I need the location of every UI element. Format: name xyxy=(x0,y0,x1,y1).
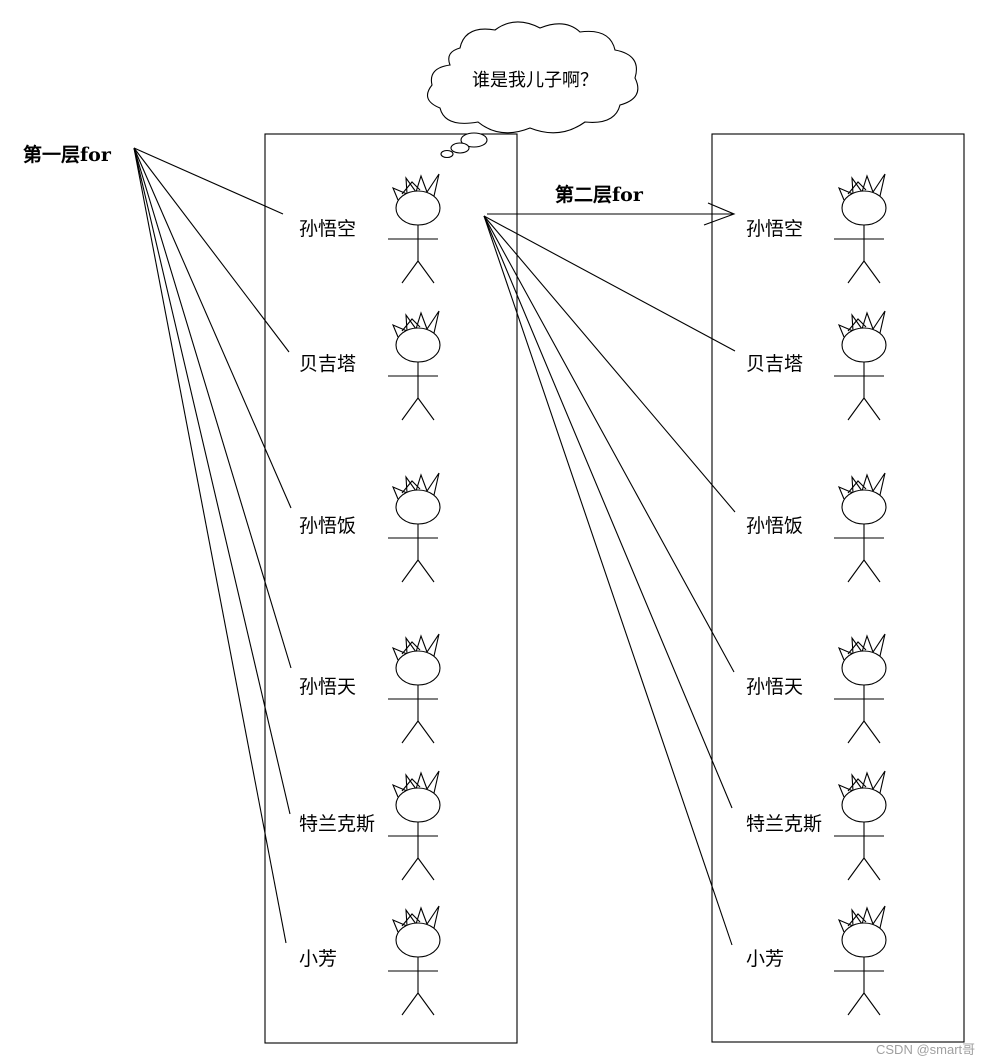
right-stick-figure-1 xyxy=(834,310,887,421)
left-fan-line-4 xyxy=(133,147,291,815)
right-stick-figure-3 xyxy=(834,633,887,744)
left-name-0: 孙悟空 xyxy=(299,218,356,240)
right-fan-line-1 xyxy=(483,215,736,352)
left-name-1: 贝吉塔 xyxy=(299,353,356,375)
watermark: CSDN @smart哥 xyxy=(876,1042,975,1057)
left-stick-figure-1 xyxy=(388,310,441,421)
left-fan-line-3 xyxy=(133,147,292,669)
right-name-2: 孙悟饭 xyxy=(746,515,803,537)
right-fan-line-4 xyxy=(483,215,733,809)
right-fan-line-2 xyxy=(483,215,736,513)
left-fan-line-1 xyxy=(133,147,290,353)
left-fan-line-5 xyxy=(133,147,287,944)
right-column-box xyxy=(711,133,965,1043)
right-name-3: 孙悟天 xyxy=(746,676,803,698)
first-loop-label: 第一层for xyxy=(23,143,112,166)
left-stick-figure-2 xyxy=(388,472,441,583)
left-name-3: 孙悟天 xyxy=(299,676,356,698)
right-stick-figure-0 xyxy=(834,173,887,284)
right-name-4: 特兰克斯 xyxy=(746,813,822,835)
left-name-5: 小芳 xyxy=(299,948,337,970)
right-stick-figure-4 xyxy=(834,770,887,881)
right-name-5: 小芳 xyxy=(746,948,784,970)
right-stick-figure-2 xyxy=(834,472,887,583)
second-loop-arrow xyxy=(487,202,736,226)
left-fan-line-2 xyxy=(133,147,292,509)
second-loop-label: 第二层for xyxy=(555,183,644,206)
right-stick-figure-5 xyxy=(834,905,887,1016)
left-fan-line-0 xyxy=(133,147,284,215)
right-name-1: 贝吉塔 xyxy=(746,353,803,375)
thought-bubble: 谁是我儿子啊？ xyxy=(426,21,639,159)
right-fan-line-3 xyxy=(483,215,735,673)
left-column-box xyxy=(264,133,518,1044)
right-fan-lines xyxy=(483,215,736,946)
left-name-4: 特兰克斯 xyxy=(299,813,375,835)
thought-bubble-text: 谁是我儿子啊？ xyxy=(472,70,598,91)
left-stick-figure-5 xyxy=(388,905,441,1016)
right-fan-line-5 xyxy=(483,215,733,946)
left-stick-figure-0 xyxy=(388,173,441,284)
left-stick-figure-4 xyxy=(388,770,441,881)
right-name-0: 孙悟空 xyxy=(746,218,803,240)
left-name-2: 孙悟饭 xyxy=(299,515,356,537)
left-fan-lines xyxy=(133,147,292,944)
left-stick-figure-3 xyxy=(388,633,441,744)
